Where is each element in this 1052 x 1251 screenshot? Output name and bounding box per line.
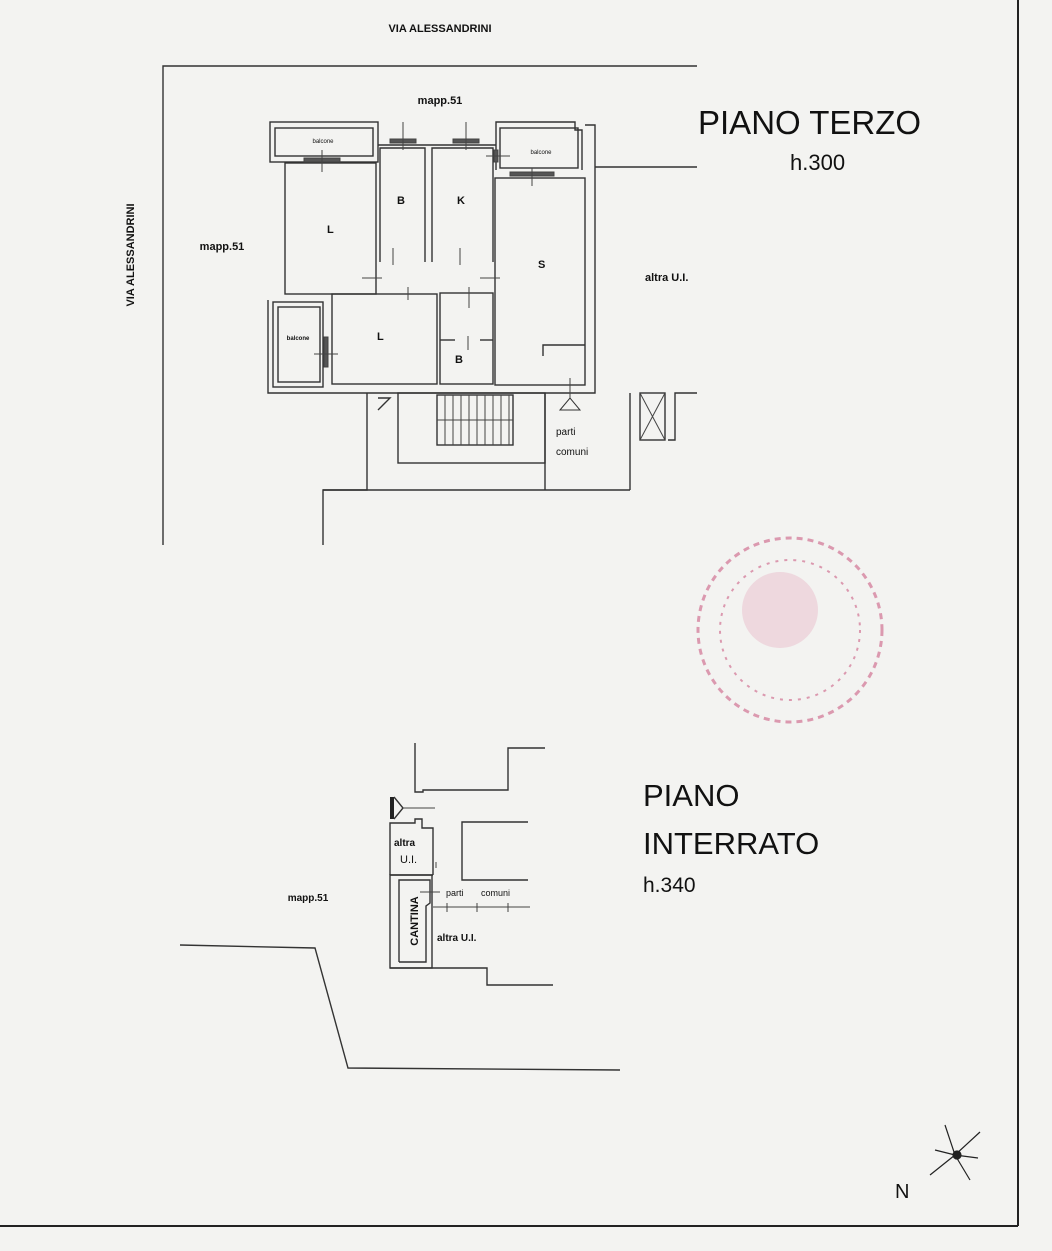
common-area-label: comuni	[556, 447, 588, 458]
room-label-S: S	[538, 259, 545, 271]
mapp-label-top: mapp.51	[418, 95, 463, 107]
upper-plan-title: PIANO TERZO	[698, 104, 921, 141]
lower-floor-plan	[179, 743, 621, 1071]
balcony-label: balcone	[312, 139, 334, 145]
upper-plan-height: h.300	[790, 150, 845, 175]
street-label-top: VIA ALESSANDRINI	[388, 23, 491, 35]
sheet-border	[0, 0, 1019, 1227]
lower-plan-labels: mapp.51 altra U.I. CANTINA parti comuni …	[288, 778, 820, 946]
common-area-label: parti	[446, 888, 464, 898]
room-label-L1: L	[327, 224, 334, 236]
compass-star-icon	[929, 1124, 981, 1181]
room-label-K: K	[457, 195, 465, 207]
room-label-B2: B	[455, 354, 463, 366]
neighbor-label: altra U.I.	[437, 933, 477, 944]
lower-plan-title: INTERRATO	[643, 826, 819, 861]
street-label-left: VIA ALESSANDRINI	[125, 203, 137, 306]
balcony-label: balcone	[287, 336, 310, 342]
stamp	[696, 536, 884, 724]
mapp-label-left: mapp.51	[200, 241, 245, 253]
north-label: N	[895, 1181, 909, 1203]
balcony-label: balcone	[530, 150, 552, 156]
stairs	[437, 395, 513, 445]
mapp-label: mapp.51	[288, 893, 329, 904]
upper-floor-plan	[162, 65, 697, 545]
common-area-label: parti	[556, 427, 575, 438]
lower-plan-title: PIANO	[643, 778, 739, 813]
lower-plan-height: h.340	[643, 874, 696, 897]
neighbor-label: U.I.	[400, 854, 417, 866]
room-label-L2: L	[377, 331, 384, 343]
cellar-label: CANTINA	[409, 896, 421, 946]
upper-plan-labels: mapp.51 mapp.51 altra U.I. L B K S L B b…	[200, 95, 921, 458]
neighbor-label: altra	[394, 838, 416, 849]
room-label-B1: B	[397, 195, 405, 207]
neighbor-label: altra U.I.	[645, 272, 688, 284]
common-area-label: comuni	[481, 888, 510, 898]
